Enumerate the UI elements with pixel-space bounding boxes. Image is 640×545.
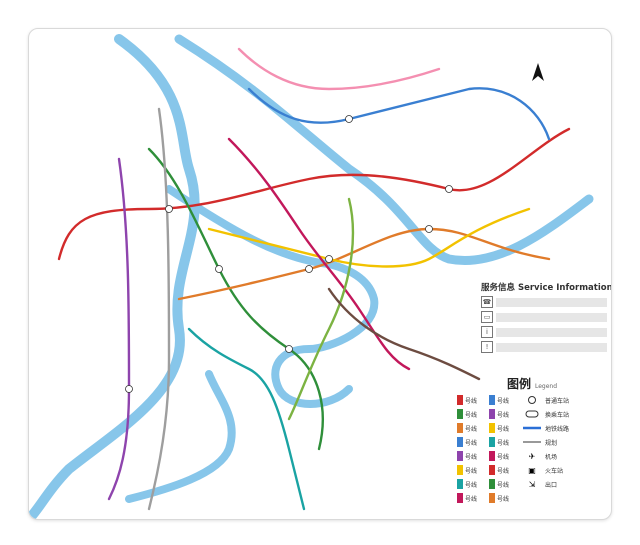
line-color-swatch (489, 493, 495, 503)
river-loop (165, 185, 379, 408)
line-label: 号线 (497, 495, 510, 503)
interchange-station (125, 385, 133, 393)
legend-symbol-label: 出口 (545, 481, 558, 489)
line-color-swatch (457, 437, 463, 447)
line-label: 号线 (497, 453, 510, 461)
legend-row: 号线 号线 规划 (457, 436, 607, 448)
metro-lines (57, 47, 571, 511)
line-label: 号线 (465, 495, 478, 503)
service-row: ! (481, 341, 607, 353)
line-color-swatch (457, 395, 463, 405)
line-label: 号线 (465, 425, 478, 433)
line-blue-icon (521, 423, 543, 433)
river-jialing (174, 34, 594, 265)
train-icon: ▣ (528, 465, 536, 475)
metro-map (29, 34, 594, 519)
line-color-swatch (457, 465, 463, 475)
phone-icon: ☎ (481, 296, 493, 308)
legend-row: 号线 号线 (457, 492, 607, 504)
interchange-station (285, 345, 293, 353)
line-label: 号线 (465, 467, 478, 475)
line-color-swatch (489, 479, 495, 489)
line-label: 号线 (497, 481, 510, 489)
interchange-station (425, 225, 433, 233)
interchange-station (445, 185, 453, 193)
legend-symbol-label: 规划 (545, 439, 558, 447)
legend-rows: 号线号线普通车站号线号线换乘车站号线号线地铁线路号线号线规划号线号线✈机场号线号… (457, 394, 607, 504)
metro-line (177, 227, 551, 301)
line-color-swatch (457, 493, 463, 503)
line-label: 号线 (465, 411, 478, 419)
legend-row: 号线 号线 ✈ 机场 (457, 450, 607, 462)
service-information-panel: 服务信息 Service Information ☎ ▭ i ! (481, 281, 612, 353)
metro-line (147, 147, 324, 451)
line-label: 号线 (497, 467, 510, 475)
line-color-swatch (489, 465, 495, 475)
station-circle-icon (521, 395, 543, 405)
legend-row: 号线 号线 ⇲ 出口 (457, 478, 607, 490)
legend-symbol-label: 机场 (545, 453, 558, 461)
line-color-swatch (457, 409, 463, 419)
airport-icon: ✈ (528, 451, 536, 461)
exit-icon: ⇲ (528, 479, 536, 489)
metro-line (237, 47, 441, 91)
legend-symbol-label: 地铁线路 (545, 425, 570, 433)
line-label: 号线 (465, 439, 478, 447)
line-color-swatch (489, 423, 495, 433)
interchange-station (345, 115, 353, 123)
service-row: ▭ (481, 311, 607, 323)
line-label: 号线 (497, 397, 510, 405)
river-south (125, 370, 236, 503)
interchange-station (215, 265, 223, 273)
line-label: 号线 (497, 439, 510, 447)
blank-icon (521, 493, 543, 503)
metro-line (187, 327, 306, 511)
interchange-station (165, 205, 173, 213)
line-color-swatch (489, 409, 495, 419)
metro-line (207, 207, 531, 268)
line-label: 号线 (465, 481, 478, 489)
interchange-icon (521, 409, 543, 419)
metro-line (57, 127, 571, 261)
metro-line (287, 197, 355, 421)
legend-row: 号线 号线 换乘车站 (457, 408, 607, 420)
line-color-swatch (489, 395, 495, 405)
line-label: 号线 (465, 453, 478, 461)
metro-line (247, 87, 551, 141)
line-label: 号线 (497, 425, 510, 433)
river-yangtze (29, 34, 200, 519)
service-information-title: 服务信息 Service Information (481, 283, 612, 293)
legend-symbol-label: 火车站 (545, 467, 564, 475)
legend-row: 号线 号线 ▣ 火车站 (457, 464, 607, 476)
legend-symbol-label: 普通车站 (545, 397, 570, 405)
ticket-icon: ▭ (481, 311, 493, 323)
service-row: i (481, 326, 607, 338)
map-frame: N 服务信息 Service Information ☎ ▭ i ! 图例Leg… (28, 28, 612, 520)
line-label: 号线 (465, 397, 478, 405)
metro-line (107, 157, 131, 501)
metro-line (147, 107, 171, 511)
line-color-swatch (457, 479, 463, 489)
legend-row: 号线 号线 地铁线路 (457, 422, 607, 434)
service-row: ☎ (481, 296, 607, 308)
line-color-swatch (489, 437, 495, 447)
line-color-swatch (457, 423, 463, 433)
north-arrow-icon: N (531, 63, 545, 86)
metro-line (327, 287, 481, 381)
info-icon: i (481, 326, 493, 338)
planned-line-icon (521, 437, 543, 447)
line-color-swatch (457, 451, 463, 461)
line-label: 号线 (497, 411, 510, 419)
legend-symbol-label: 换乘车站 (545, 411, 570, 419)
interchange-station (305, 265, 313, 273)
notice-icon: ! (481, 341, 493, 353)
metro-line (227, 137, 411, 371)
line-color-swatch (489, 451, 495, 461)
legend-row: 号线 号线 普通车站 (457, 394, 607, 406)
stations (125, 115, 453, 393)
interchange-station (325, 255, 333, 263)
